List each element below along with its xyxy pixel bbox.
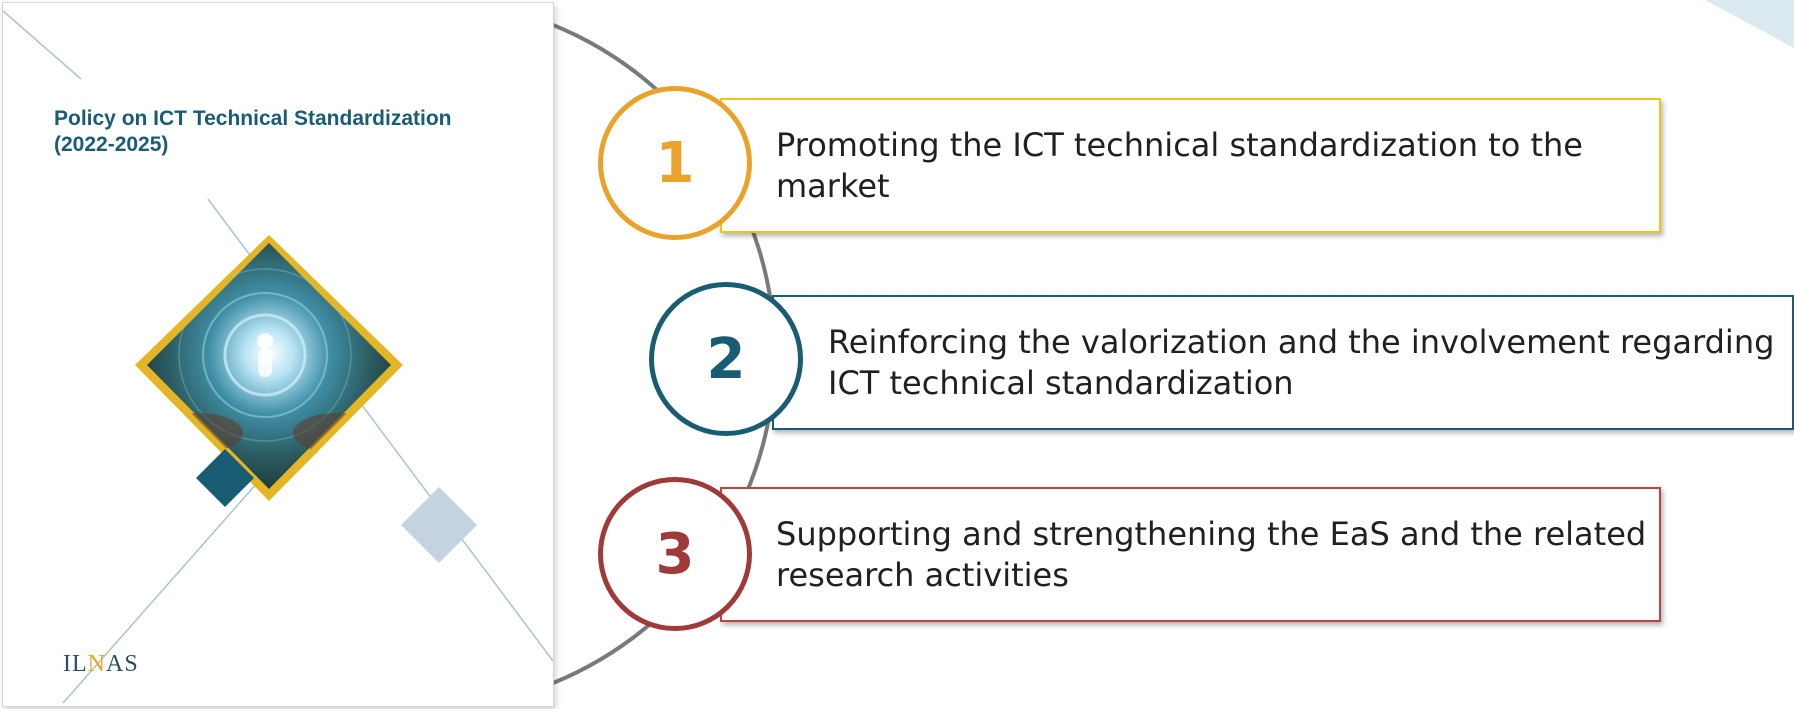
objective-box-1: Promoting the ICT technical standardizat… bbox=[720, 98, 1661, 233]
cover-title: Policy on ICT Technical Standardization … bbox=[54, 107, 452, 156]
navy-square-decor bbox=[196, 449, 254, 507]
corner-accent-shape bbox=[1705, 0, 1794, 48]
number-circle-2: 2 bbox=[649, 282, 803, 436]
grey-square-decor bbox=[401, 487, 477, 563]
objective-box-2: Reinforcing the valorization and the inv… bbox=[772, 295, 1794, 430]
number-circle-3: 3 bbox=[598, 477, 752, 631]
number-circle-1: 1 bbox=[598, 86, 752, 240]
policy-document-cover: Policy on ICT Technical Standardization … bbox=[2, 2, 554, 707]
cover-decor-line bbox=[3, 10, 82, 80]
objective-box-3: Supporting and strengthening the EaS and… bbox=[720, 487, 1661, 622]
cover-graphics bbox=[3, 10, 553, 704]
ilnas-logo: ILNAS bbox=[63, 651, 139, 677]
objective-text-3: Supporting and strengthening the EaS and… bbox=[776, 514, 1647, 594]
objective-text-2: Reinforcing the valorization and the inv… bbox=[828, 322, 1775, 402]
objective-text-1: Promoting the ICT technical standardizat… bbox=[776, 125, 1583, 205]
